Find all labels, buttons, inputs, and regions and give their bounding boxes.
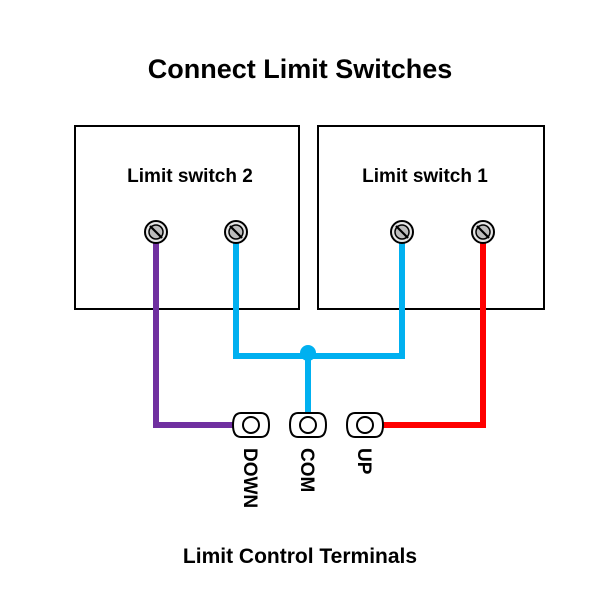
wire-junction [300,345,316,361]
terminals-caption: Limit Control Terminals [183,545,417,568]
screw-terminal-icon [144,220,168,244]
terminal-down-icon [231,412,271,438]
screw-terminal-icon [390,220,414,244]
wire-up [372,232,486,428]
wire-com-switch2 [233,232,405,359]
screw-terminal-icon [224,220,248,244]
terminal-com-label: COM [296,448,317,492]
limit-switch-2-label: Limit switch 2 [127,166,253,187]
terminal-up-label: UP [353,448,374,475]
terminal-com-icon [288,412,328,438]
terminal-up-icon [345,412,385,438]
diagram-title: Connect Limit Switches [148,54,453,84]
terminal-down-label: DOWN [239,448,260,508]
limit-switch-1-label: Limit switch 1 [362,166,488,187]
limit-switch-1-box [317,125,545,310]
wire-down [153,232,247,428]
limit-switch-2-box [74,125,300,310]
screw-terminal-icon [471,220,495,244]
